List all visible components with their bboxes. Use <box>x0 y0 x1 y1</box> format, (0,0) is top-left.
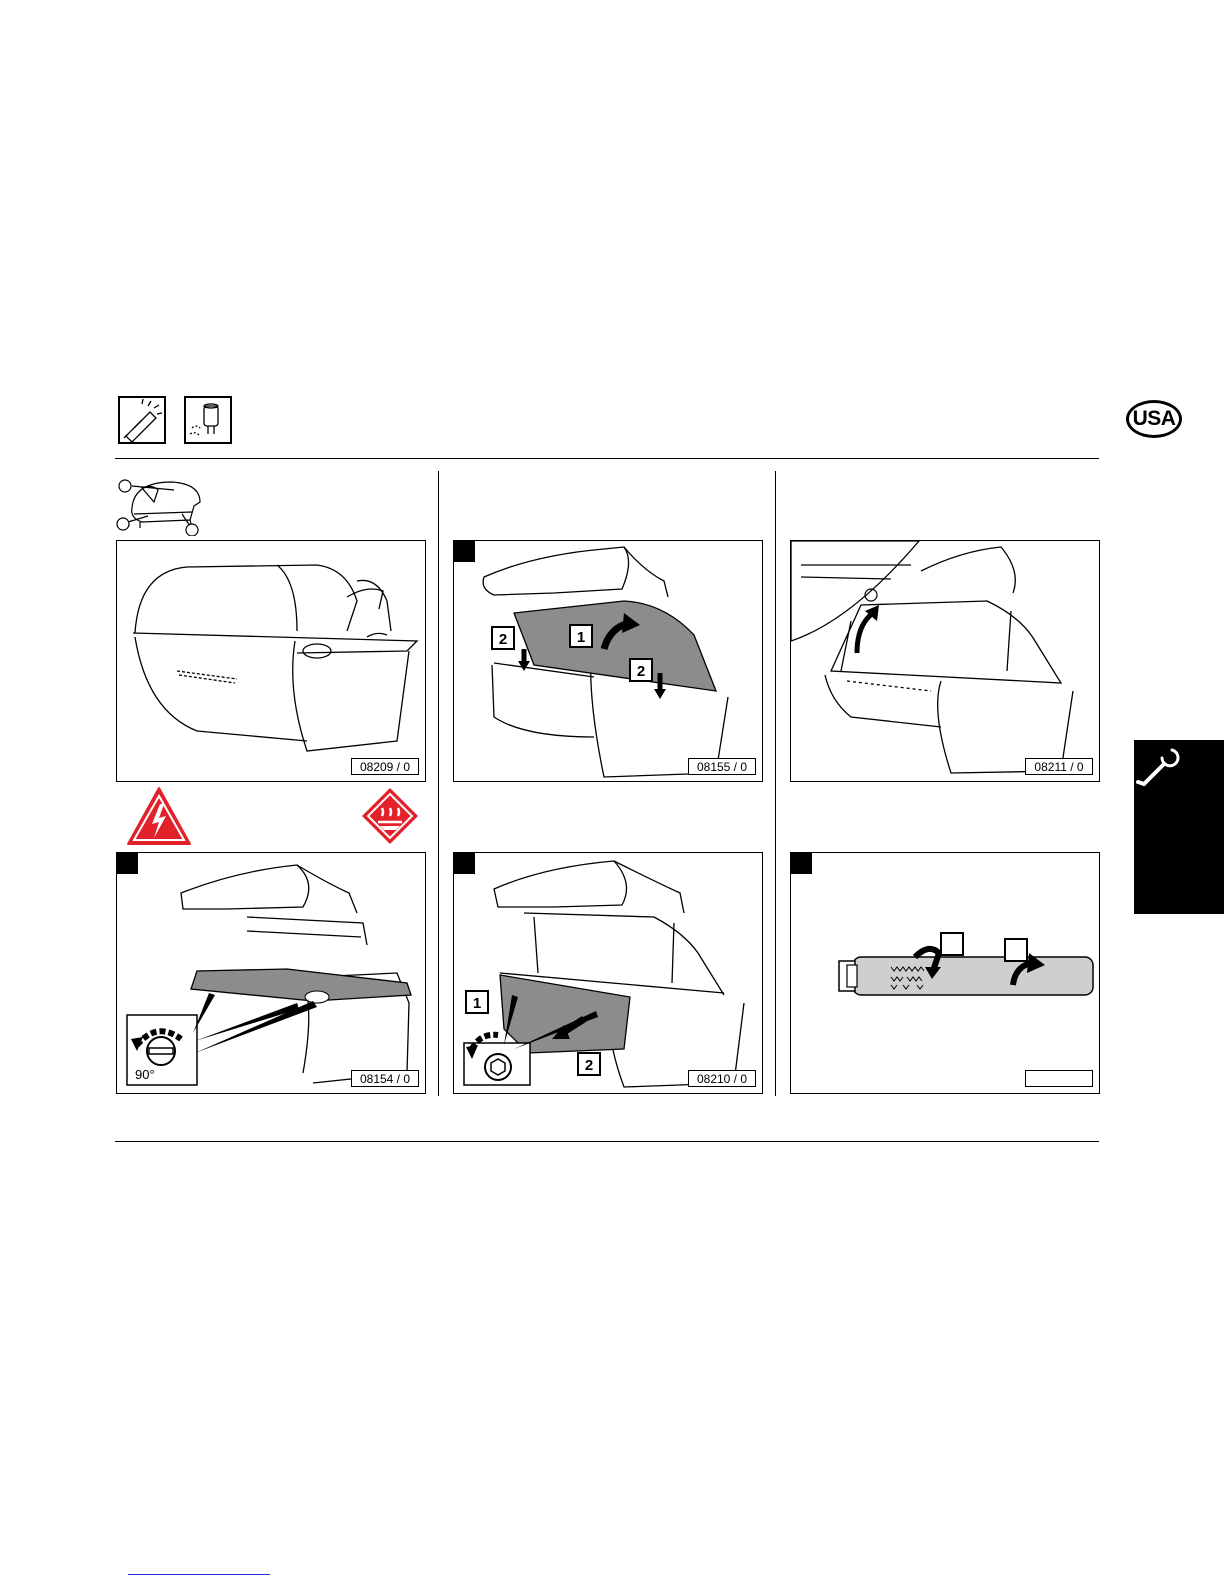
callout-label: 1 <box>473 995 481 1012</box>
starter-icon <box>184 396 232 444</box>
rear-panel-unlock-illustration: 90° <box>117 853 425 1093</box>
figure-reference <box>1025 1070 1093 1087</box>
callout-circle-1 <box>119 480 131 492</box>
wrench-icon <box>1134 740 1224 914</box>
lamp-removal-illustration <box>791 853 1099 1093</box>
callout-circle-2 <box>117 518 129 530</box>
figure-reference: 08209 / 0 <box>351 758 419 775</box>
figure-reference: 08155 / 0 <box>688 758 756 775</box>
figure-panel-4: 90° 08154 / 0 <box>116 852 426 1094</box>
column-divider-2 <box>775 471 776 1096</box>
header-rule <box>115 458 1099 459</box>
overview-diagram <box>112 474 208 536</box>
callout-label: 2 <box>637 663 645 680</box>
hot-surface-warning-icon <box>360 786 420 846</box>
figure-panel-6 <box>790 852 1100 1094</box>
section-tab <box>1134 740 1224 914</box>
callout-circle-3 <box>186 524 198 536</box>
callout-label: 1 <box>577 629 585 646</box>
column-divider-1 <box>438 471 439 1096</box>
callout-label: 2 <box>499 631 507 648</box>
country-badge: USA <box>1126 400 1182 438</box>
acrylic-pane-lift-illustration <box>791 541 1099 781</box>
lower-panel-removal-illustration: 1 2 <box>454 853 762 1093</box>
figure-reference: 08211 / 0 <box>1025 758 1093 775</box>
figure-panel-5: 1 2 08210 / 0 <box>453 852 763 1094</box>
figure-panel-2: 2 1 2 08155 / 0 <box>453 540 763 782</box>
callout-label: 2 <box>585 1057 593 1074</box>
uv-lamp-icon <box>118 396 166 444</box>
figure-reference: 08154 / 0 <box>351 1070 419 1087</box>
rotation-angle-label: 90° <box>135 1067 155 1082</box>
figure-reference: 08210 / 0 <box>688 1070 756 1087</box>
electric-shock-warning-icon <box>126 786 192 846</box>
figure-panel-1: 08209 / 0 <box>116 540 426 782</box>
footer-link-underline[interactable] <box>128 1574 270 1575</box>
canopy-panel-removal-illustration: 2 1 2 <box>454 541 762 781</box>
footer-rule <box>115 1141 1099 1142</box>
solarium-closed-illustration <box>117 541 425 781</box>
figure-panel-3: 08211 / 0 <box>790 540 1100 782</box>
